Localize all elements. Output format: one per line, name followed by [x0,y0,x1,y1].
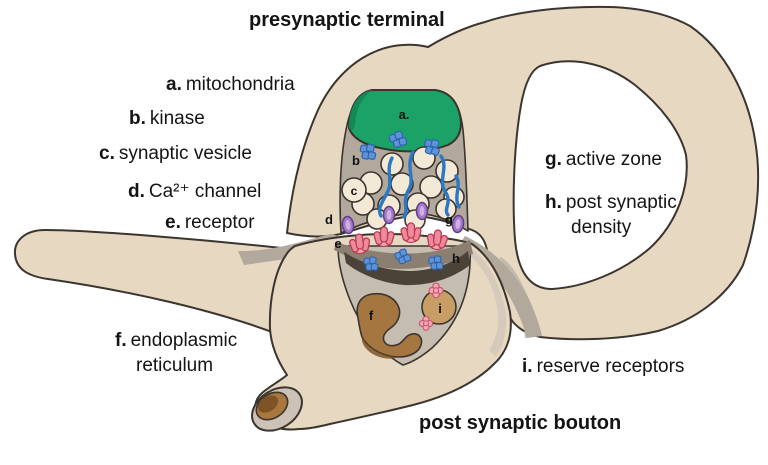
synaptic-vesicle-labeled [341,177,367,203]
marker-f: f [369,308,374,323]
filament [454,174,461,209]
label-receptor: e.receptor [165,212,255,233]
label-kinase: b.kinase [129,108,205,129]
bouton-inner-shadow [464,247,507,357]
marker-c: c [351,184,358,198]
marker-g: g [445,212,453,227]
marker-d: d [325,212,333,227]
label-synaptic-vesicle: c.synaptic vesicle [99,143,252,164]
endoplasmic-reticulum-shadow [361,337,399,359]
cut-end [251,386,303,432]
synaptic-vesicle [380,152,404,176]
filament [439,154,450,217]
filament [402,150,415,219]
label-post-synaptic-density: h.post synaptic density [545,192,677,238]
label-ca-channel: d.Ca²⁺ channel [128,181,262,202]
endoplasmic-reticulum [356,292,423,358]
post-synaptic-density [344,251,470,286]
title-presynaptic-terminal: presynaptic terminal [249,9,445,31]
mitochondria-shade [349,90,372,130]
title-post-synaptic-bouton: post synaptic bouton [419,412,622,434]
marker-h: h [452,251,460,266]
cleft-shadow-right [459,236,542,338]
marker-i: i [438,301,442,316]
label-active-zone: g.active zone [545,149,663,170]
receptor [372,226,396,248]
label-reserve-receptors: i.reserve receptors [522,356,685,377]
filament [377,156,394,218]
ca-channel [415,201,429,221]
label-endoplasmic-reticulum: f.endoplasmic reticulum [115,330,238,376]
marker-a: a. [399,107,410,122]
marker-e: e [334,236,341,251]
ca-channel [382,205,396,225]
marker-b: b [352,153,360,168]
dendrite-shaft [13,229,305,338]
cut-end-lumen-dark [257,395,279,413]
filaments [377,150,461,219]
label-mitochondria: a.mitochondria [166,74,295,95]
